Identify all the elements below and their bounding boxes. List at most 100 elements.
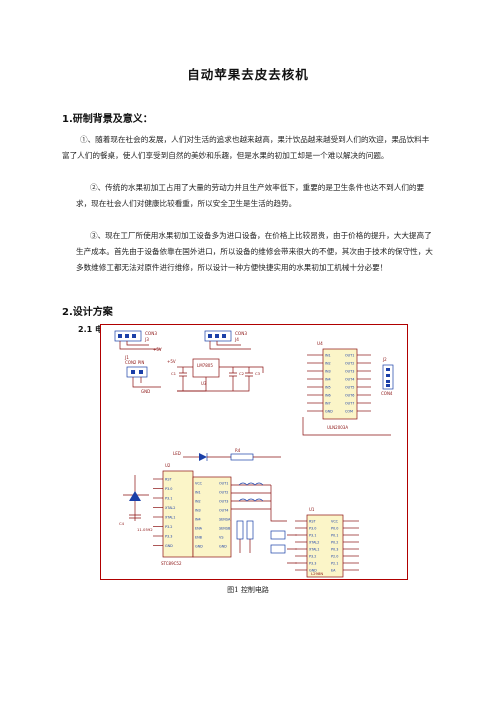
svg-text:GND: GND xyxy=(141,389,150,394)
pin-label: P3.2 xyxy=(309,554,316,558)
svg-text:CON4: CON4 xyxy=(381,391,393,396)
pin-label: P3.1 xyxy=(165,496,172,500)
svg-text:STC89C52: STC89C52 xyxy=(161,561,182,566)
paragraph-2: ②、传统的水果初加工占用了大量的劳动力并且生产效率低下，重要的是卫生条件也达不到… xyxy=(76,183,425,208)
pin-label: XTAL2 xyxy=(165,506,175,510)
pin-label: OUT5 xyxy=(345,385,354,389)
pin-label: IN5 xyxy=(325,385,331,389)
svg-text:C1: C1 xyxy=(171,371,177,376)
pin-label: IN7 xyxy=(325,401,331,405)
pin-label: OUT2 xyxy=(345,361,354,365)
svg-text:CON2 PIN: CON2 PIN xyxy=(125,360,144,365)
pin-label: P2.0 xyxy=(331,554,338,558)
paragraph-3: ③、现在工厂所使用水果初加工设备多为进口设备，在价格上比较昂贵，由于价格的提升，… xyxy=(76,231,433,272)
connector-j4: CON3 J4 xyxy=(204,330,251,350)
regulator-u3: LM7805 U3 +5V C1 C2 C3 xyxy=(167,358,264,392)
pin-label: P0.0 xyxy=(331,526,338,530)
pin-label: OUT1 xyxy=(219,481,228,485)
pin-label: SENSA xyxy=(219,517,231,521)
svg-text:U1: U1 xyxy=(309,507,315,512)
paragraph-1: ①、随着现在社会的发展，人们对生活的追求也越来越高，果汁饮品越来越受到人们的欢迎… xyxy=(62,135,430,160)
pin-label: EA xyxy=(331,568,336,572)
pin-label: P3.3 xyxy=(309,561,316,565)
pin-label: P0.2 xyxy=(331,540,338,544)
pin-label: P0.1 xyxy=(331,533,338,537)
pin-label: OUT3 xyxy=(345,369,354,373)
svg-text:R4: R4 xyxy=(235,448,241,453)
svg-text:U3: U3 xyxy=(201,381,207,386)
connector-j2: CON4 J2 xyxy=(381,357,394,396)
pin-label: OUT4 xyxy=(219,508,228,512)
pin-label: IN2 xyxy=(195,499,201,503)
pin-label: XTAL1 xyxy=(165,515,175,519)
pin-label: P3.2 xyxy=(165,525,172,529)
svg-text:J2: J2 xyxy=(382,357,387,362)
pin-label: P3.1 xyxy=(309,533,316,537)
figure-caption: 图1 控制电路 xyxy=(227,586,269,594)
svg-text:J1: J1 xyxy=(124,355,129,360)
pin-label: XTAL1 xyxy=(309,547,319,551)
pin-label: GND xyxy=(195,544,203,548)
pin-label: RST xyxy=(309,519,317,523)
connector-j3: CON3 J3 +5V xyxy=(114,330,162,352)
pin-label: P3.0 xyxy=(309,526,316,530)
svg-text:C2: C2 xyxy=(239,371,245,376)
pin-label: P2.1 xyxy=(331,561,338,565)
pin-label: OUT4 xyxy=(345,377,354,381)
pin-label: IN3 xyxy=(325,369,331,373)
document-title: 自动苹果去皮去核机 xyxy=(187,67,309,82)
led-resistor: LED R4 xyxy=(173,448,281,461)
pin-label: OUT1 xyxy=(345,353,354,357)
svg-text:C4: C4 xyxy=(119,521,125,526)
j4-label: J4 xyxy=(234,337,239,342)
pin-label: OUT7 xyxy=(345,401,354,405)
section-2-heading: 2.设计方案 xyxy=(62,307,113,318)
svg-text:C3: C3 xyxy=(255,371,261,376)
circuit-schematic: CON3 J3 +5V CON3 J4 J1 CON2 PIN GND xyxy=(114,330,394,578)
circuit-diagram: CON3 J3 +5V CON3 J4 J1 CON2 PIN GND xyxy=(100,324,408,580)
svg-text:L298N: L298N xyxy=(311,571,323,576)
pin-label: IN1 xyxy=(325,353,331,357)
pin-label: GND xyxy=(165,544,173,548)
svg-text:LM7805: LM7805 xyxy=(197,363,213,368)
pin-label: IN4 xyxy=(325,377,331,381)
pin-label: IN1 xyxy=(195,490,201,494)
pin-label: VCC xyxy=(331,519,339,523)
j4-part-label: CON3 xyxy=(235,331,247,336)
pin-label: IN2 xyxy=(325,361,331,365)
pin-label: OUT3 xyxy=(219,499,228,503)
pin-label: IN6 xyxy=(325,393,331,397)
mcu-right: U1 L298N RST P3.0P3.1XTAL2XTAL1P3.2P3.3GN… xyxy=(270,507,359,578)
pin-label: IN3 xyxy=(195,508,201,512)
mcu-u2: U2 STC89C52 RSTP3.0P3.1XTAL2XTAL1P3.2P3.… xyxy=(119,463,194,566)
svg-text:+5V: +5V xyxy=(167,359,176,364)
j3-part-label: CON3 xyxy=(145,331,157,336)
svg-text:U2: U2 xyxy=(165,463,171,468)
j3-label: J3 xyxy=(144,337,149,342)
pin-label: VCC xyxy=(195,481,203,485)
pin-label: SENSB xyxy=(219,526,231,530)
pin-label: GND xyxy=(219,544,227,548)
pin-label: ENA xyxy=(195,526,203,530)
connector-j1: J1 CON2 PIN GND xyxy=(124,355,161,394)
svg-text:11.0592: 11.0592 xyxy=(137,527,153,532)
pin-label: COM xyxy=(345,409,353,413)
pin-label: IN4 xyxy=(195,517,201,521)
pin-label: GND xyxy=(325,409,333,413)
pin-label: P3.0 xyxy=(165,487,172,491)
pin-label: OUT2 xyxy=(219,490,228,494)
section-1-heading: 1.研制背景及意义： xyxy=(62,114,153,125)
pin-label: XTAL2 xyxy=(309,540,319,544)
svg-text:LED: LED xyxy=(173,451,181,456)
svg-text:+5V: +5V xyxy=(153,347,162,352)
pin-label: GND xyxy=(309,568,317,572)
pin-label: ENB xyxy=(195,535,203,539)
pin-label: VS xyxy=(219,535,223,539)
svg-text:ULN2003A: ULN2003A xyxy=(327,425,348,430)
pin-label: OUT6 xyxy=(345,393,354,397)
svg-text:U4: U4 xyxy=(317,341,323,346)
pin-label: P3.3 xyxy=(165,534,172,538)
pin-label: P0.3 xyxy=(331,547,338,551)
